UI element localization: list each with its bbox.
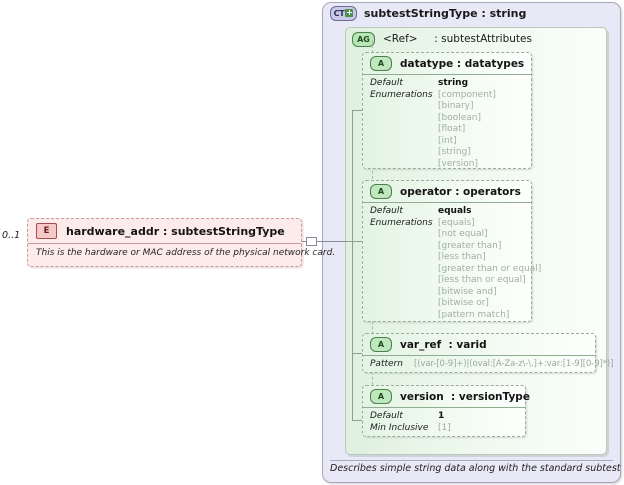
attribute-name-text: datatype <box>400 57 454 70</box>
enum-item: [greater than] <box>438 240 502 251</box>
element-cardinality: 0..1 <box>2 230 21 241</box>
complex-type-header[interactable]: CT+ subtestStringType : string <box>330 4 526 22</box>
attribute-badge: A <box>370 184 392 199</box>
attribute-group-ref-keyword: <Ref> <box>383 33 418 45</box>
attribute-version-facet-values: 1 [1] <box>438 411 451 434</box>
attribute-datatype-facet-labels: Default Enumerations <box>370 78 438 170</box>
connector-trunk-top-stub <box>352 110 362 111</box>
enum-item: [equals] <box>438 217 475 228</box>
attribute-badge: A <box>370 56 392 71</box>
facet-value-default: string <box>438 78 469 88</box>
enum-item: [version] <box>438 158 478 169</box>
element-header: E hardware_addr : subtestStringType <box>28 219 301 244</box>
facet-value-min-inclusive: [1] <box>438 422 451 433</box>
attribute-var-ref-header: A var_ref : varid <box>363 334 595 356</box>
facet-label-default: Default <box>370 411 403 421</box>
connector-branch-varref <box>352 353 362 354</box>
enum-item: [binary] <box>438 101 474 111</box>
documentation-separator <box>330 460 613 461</box>
attribute-version-facets: Default Min Inclusive 1 [1] <box>363 408 525 438</box>
facet-label-enumerations: Enumerations <box>370 89 433 100</box>
attribute-operator-facet-labels: Default Enumerations <box>370 206 438 321</box>
connector-branch-version <box>352 420 362 421</box>
attribute-group-ref-target: : subtestAttributes <box>434 33 532 45</box>
attribute-version[interactable]: A version : versionType Default Min Incl… <box>362 385 530 438</box>
attribute-var-ref-facets: Pattern [(var-[0-9]+)|(oval:[A-Za-z\-\.]… <box>363 356 613 375</box>
enum-item: [bitwise or] <box>438 298 489 308</box>
attribute-badge: A <box>370 337 392 352</box>
attribute-type-text: : versionType <box>451 390 530 403</box>
attribute-version-facet-labels: Default Min Inclusive <box>370 411 438 434</box>
connector-trunk-vertical <box>352 110 353 420</box>
attribute-name-text: version <box>400 390 444 403</box>
complex-type-badge[interactable]: CT+ <box>330 5 357 21</box>
facet-value-default: equals <box>438 206 472 216</box>
connector-branch-operator <box>345 241 353 242</box>
attribute-var-ref[interactable]: A var_ref : varid Pattern [(var-[0-9]+)|… <box>362 333 613 375</box>
enum-item: [greater than or equal] <box>438 263 542 274</box>
element-documentation: This is the hardware or MAC address of t… <box>36 248 336 258</box>
enum-item: [bitwise and] <box>438 286 497 297</box>
attribute-datatype-facet-values: string [component] [binary] [boolean] [f… <box>438 78 496 170</box>
attribute-version-header: A version : versionType <box>363 386 530 408</box>
attribute-operator-facet-values: equals [equals] [not equal] [greater tha… <box>438 206 541 321</box>
facet-label-min-inclusive: Min Inclusive <box>370 422 429 433</box>
enum-item: [component] <box>438 89 496 100</box>
link-line-right <box>317 241 347 242</box>
attribute-type-text: : operators <box>455 185 521 198</box>
complex-type-badge-label: CT <box>333 8 345 18</box>
link-line-left <box>302 241 307 242</box>
element-title: hardware_addr : subtestStringType <box>66 224 285 238</box>
attribute-datatype-facets: Default Enumerations string [component] … <box>363 75 531 174</box>
facet-label-default: Default <box>370 206 403 216</box>
enum-item: [not equal] <box>438 229 488 239</box>
attribute-operator-header: A operator : operators <box>363 181 531 203</box>
facet-value-default: 1 <box>438 411 445 421</box>
attribute-group-ref-label: <Ref> : subtestAttributes <box>383 33 532 45</box>
attribute-operator-facets: Default Enumerations equals [equals] [no… <box>363 203 541 325</box>
attribute-type-text: : varid <box>448 338 487 351</box>
facet-value-pattern: [(var-[0-9]+)|(oval:[A-Za-z\-\.]+:var:[1… <box>414 359 614 369</box>
attribute-datatype-header: A datatype : datatypes <box>363 53 531 75</box>
expand-plus-icon[interactable]: + <box>345 8 354 17</box>
attribute-datatype[interactable]: A datatype : datatypes Default Enumerati… <box>362 52 532 169</box>
enum-item: [float] <box>438 124 466 134</box>
attribute-datatype-name: datatype : datatypes <box>400 58 524 70</box>
enum-item: [string] <box>438 147 471 157</box>
type-link-stub[interactable] <box>306 237 317 246</box>
attribute-badge: A <box>370 389 392 404</box>
connector-branch-datatype <box>352 241 362 242</box>
enum-item: [less than] <box>438 252 486 262</box>
element-box[interactable]: E hardware_addr : subtestStringType This… <box>27 218 336 267</box>
attribute-name-text: var_ref <box>400 338 442 351</box>
complex-type-title: subtestStringType : string <box>364 6 527 20</box>
facet-label-enumerations: Enumerations <box>370 217 433 228</box>
attribute-type-text: : datatypes <box>456 57 525 70</box>
attribute-group-header[interactable]: AG <Ref> : subtestAttributes <box>352 31 532 47</box>
attribute-var-ref-name: var_ref : varid <box>400 339 487 351</box>
attribute-operator[interactable]: A operator : operators Default Enumerati… <box>362 180 541 325</box>
element-badge: E <box>36 223 57 239</box>
enum-item: [pattern match] <box>438 309 510 320</box>
facet-label-pattern: Pattern <box>370 359 403 369</box>
enum-item: [less than or equal] <box>438 275 526 285</box>
attribute-name-text: operator <box>400 185 452 198</box>
enum-item: [boolean] <box>438 112 482 123</box>
complex-type-documentation: Describes simple string data along with … <box>330 463 624 474</box>
attribute-group-badge[interactable]: AG <box>352 31 375 47</box>
attribute-version-name: version : versionType <box>400 391 530 403</box>
facet-label-default: Default <box>370 78 403 88</box>
enum-item: [int] <box>438 135 457 146</box>
attribute-operator-name: operator : operators <box>400 186 521 198</box>
